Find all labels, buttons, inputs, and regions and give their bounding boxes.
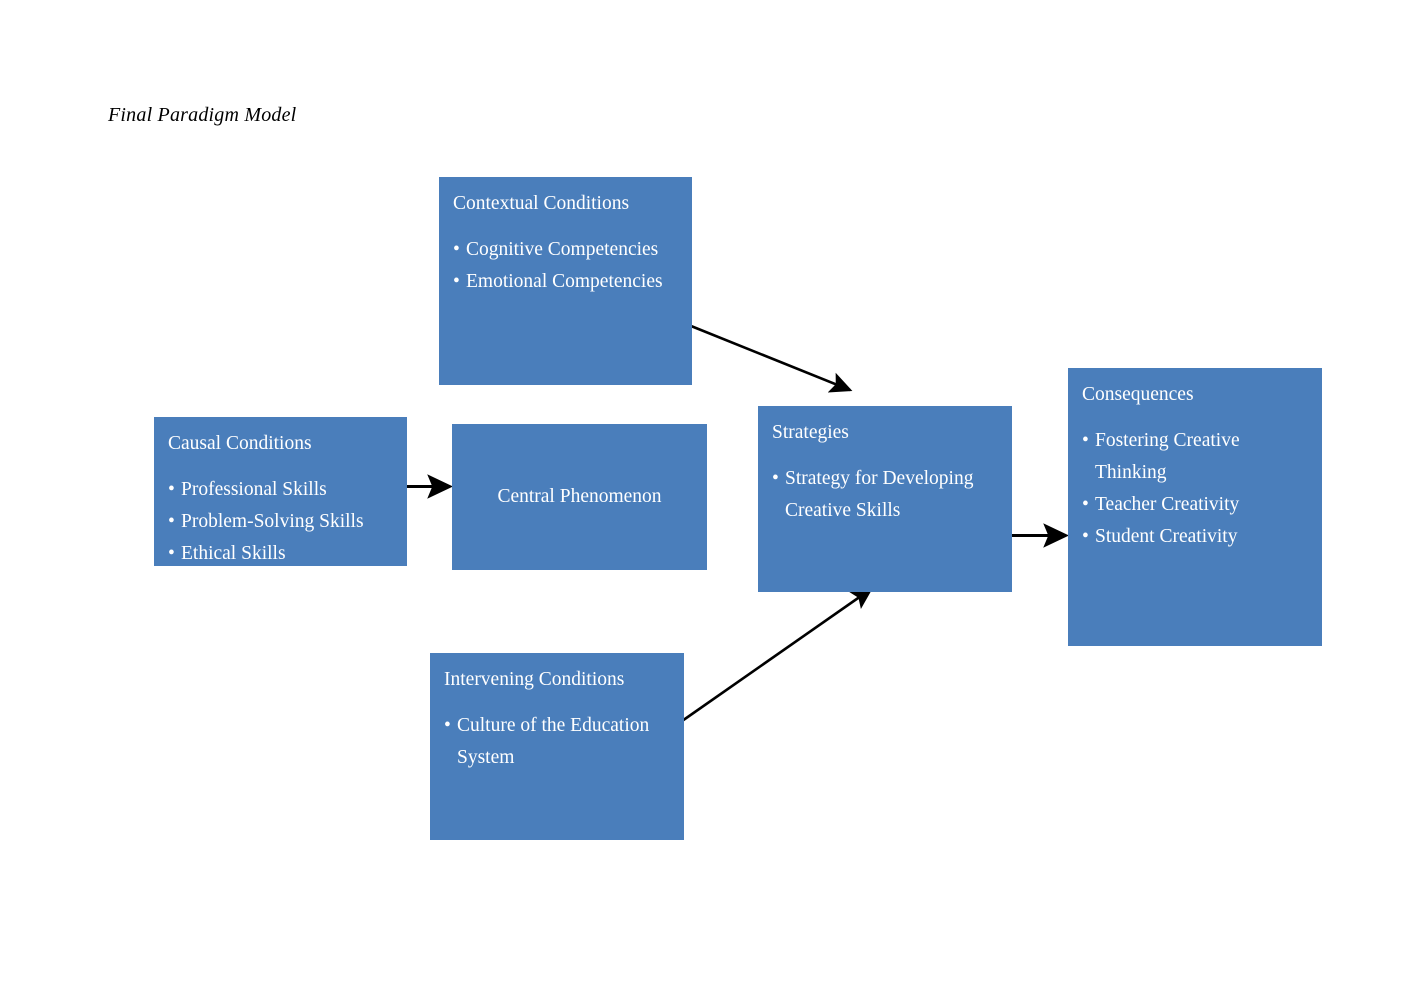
bullet-item: Strategy for Developing Creative Skills — [772, 463, 1000, 527]
bullet-item: Student Creativity — [1082, 521, 1310, 553]
node-bullets-causal: Professional Skills Problem-Solving Skil… — [168, 474, 395, 570]
node-strategies[interactable]: Strategies Strategy for Developing Creat… — [758, 406, 1012, 592]
node-causal-conditions[interactable]: Causal Conditions Professional Skills Pr… — [154, 417, 407, 570]
node-consequences[interactable]: Consequences Fostering Creative Thinking… — [1068, 368, 1322, 646]
bullet-item: Cognitive Competencies — [453, 234, 680, 266]
node-contextual-conditions[interactable]: Contextual Conditions Cognitive Competen… — [439, 177, 692, 385]
arrow-intervening-to-strategies — [671, 587, 874, 730]
bullet-item: Teacher Creativity — [1082, 489, 1310, 521]
arrow-contextual-to-strategies — [690, 324, 853, 393]
node-title-causal: Causal Conditions — [168, 433, 312, 454]
bullet-item: Professional Skills — [168, 474, 395, 506]
node-title-strategies: Strategies — [772, 422, 849, 443]
bullet-item: Emotional Competencies — [453, 266, 680, 298]
bullet-item: Problem-Solving Skills — [168, 506, 395, 538]
node-bullets-contextual: Cognitive Competencies Emotional Compete… — [453, 234, 680, 298]
bullet-item: Culture of the Education System — [444, 710, 672, 774]
bullet-item: Fostering Creative Thinking — [1082, 425, 1310, 489]
bullet-item: Ethical Skills — [168, 538, 395, 570]
node-intervening-conditions[interactable]: Intervening Conditions Culture of the Ed… — [430, 653, 684, 840]
node-bullets-consequences: Fostering Creative Thinking Teacher Crea… — [1082, 425, 1310, 553]
node-bullets-strategies: Strategy for Developing Creative Skills — [772, 463, 1000, 527]
node-title-intervening: Intervening Conditions — [444, 669, 625, 690]
node-bullets-intervening: Culture of the Education System — [444, 710, 672, 774]
node-central-phenomenon[interactable]: Central Phenomenon — [452, 424, 707, 570]
node-title-consequences: Consequences — [1082, 384, 1194, 405]
node-title-contextual: Contextual Conditions — [453, 193, 630, 214]
figure-title: Final Paradigm Model — [108, 104, 297, 126]
node-title-central: Central Phenomenon — [497, 485, 662, 507]
